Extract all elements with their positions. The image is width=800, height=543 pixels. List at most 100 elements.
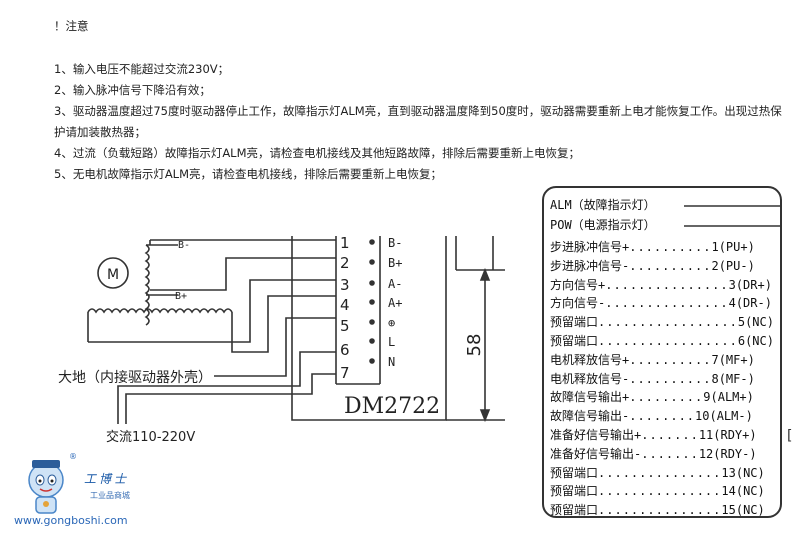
pin-number: 9(ALM+) <box>703 390 754 405</box>
pin-number: 14(NC) <box>721 484 765 499</box>
pin-signal-name: 准备好信号输出+ <box>550 428 642 442</box>
brand-name: 工博士 <box>84 472 130 486</box>
coil-label-b-plus: B+ <box>175 291 187 302</box>
pin-signal-name: 方向信号+ <box>550 277 606 292</box>
dimension-label: 58 <box>464 334 485 357</box>
pin-row: 准备好信号输出-.......12(RDY-) <box>550 445 757 462</box>
pin-number: 5(NC) <box>737 315 774 330</box>
pin-leader-dots: ............... <box>605 277 729 292</box>
pin-signal-name: 预留端口 <box>550 465 599 480</box>
terminal-name-6: L <box>388 335 395 349</box>
robot-mascot-icon <box>28 460 64 514</box>
pin-row: 预留端口.................6(NC) <box>550 332 774 349</box>
terminal-number-1: 1 <box>340 234 350 252</box>
brand-subtitle: 工业品商城 <box>90 491 130 500</box>
pin-signal-name: 准备好信号输出- <box>550 446 642 461</box>
ground-label: 大地（内接驱动器外壳） <box>58 369 212 386</box>
pin-number: 4(DR-) <box>728 296 772 311</box>
brand-logo: ® 工博士 工业品商城 www.gongboshi.com <box>14 452 154 532</box>
terminal-number-2: 2 <box>340 254 350 272</box>
pin-leader-dots: ................. <box>598 334 738 348</box>
terminal-number-3: 3 <box>340 276 350 294</box>
pin-leader-dots: ....... <box>641 428 699 442</box>
coil-a <box>87 308 233 314</box>
note-item-3: 3、驱动器温度超过75度时驱动器停止工作，故障指示灯ALM亮，直到驱动器温度降到… <box>54 104 782 139</box>
pin-number: 1(PU+) <box>711 240 755 254</box>
terminal-name-2: B+ <box>388 256 402 270</box>
pin-leader-dots: .......... <box>629 240 712 254</box>
terminal-name-7: N <box>388 355 395 369</box>
note-item-4: 4、过流（负载短路）故障指示灯ALM亮，请检查电机接线及其他短路故障，排除后需要… <box>54 146 581 160</box>
pin-row: 准备好信号输出+.......11(RDY+) <box>550 426 757 443</box>
pin-row: 电机释放信号+..........7(MF+) <box>550 351 755 368</box>
pin-signal-name: 步进脉冲信号- <box>550 258 630 273</box>
led-alm: ALM（故障指示灯） <box>550 198 656 212</box>
terminal-number-5: 5 <box>340 317 350 335</box>
terminal-name-1: B- <box>388 236 402 250</box>
ac-input-label: 交流110-220V <box>106 429 195 445</box>
motor-symbol <box>97 257 129 289</box>
terminal-name-5: ⊕ <box>388 316 395 330</box>
pin-number: 6(NC) <box>737 334 774 348</box>
pin-signal-name: 步进脉冲信号+ <box>550 240 630 254</box>
pin-signal-name: 故障信号输出+ <box>550 390 630 405</box>
pin-row: 预留端口...............15(NC) <box>550 501 765 518</box>
pin-row: 预留端口.................5(NC) <box>550 313 774 330</box>
pin-leader-dots: ............... <box>598 465 722 480</box>
pin-leader-dots: ........ <box>629 409 696 424</box>
pin-leader-dots: ......... <box>629 390 704 405</box>
pin-leader-dots: .......... <box>629 352 712 367</box>
coil-label-b-minus: B- <box>178 240 190 251</box>
pin-number: 11(RDY+) <box>698 428 757 442</box>
led-pow: POW（电源指示灯） <box>550 218 656 232</box>
notes-section: ！注意 1、输入电压不能超过交流230V； 2、输入脉冲信号下降沿有效； 3、驱… <box>54 16 784 185</box>
pin-row: 步进脉冲信号+..........1(PU+) <box>550 238 755 255</box>
pin-signal-name: 预留端口 <box>550 315 599 330</box>
pin-signal-name: 预留端口 <box>550 334 599 348</box>
pin-signal-name: 故障信号输出- <box>550 409 630 424</box>
model-label: DM2722 <box>344 394 440 419</box>
pin-leader-dots: ............... <box>598 484 722 499</box>
pin-number: 7(MF+) <box>711 352 755 367</box>
pin-leader-dots: ................. <box>598 315 738 330</box>
note-item-1: 1、输入电压不能超过交流230V； <box>54 62 230 76</box>
pin-signal-name: 预留端口 <box>550 503 599 518</box>
pin-number: 2(PU-) <box>711 258 755 273</box>
terminal-number-7: 7 <box>340 364 350 382</box>
notes-heading: ！注意 <box>54 19 89 33</box>
terminal-number-4: 4 <box>340 296 350 314</box>
brand-url[interactable]: www.gongboshi.com <box>14 514 128 527</box>
side-bracket: [ <box>787 428 792 444</box>
pin-leader-dots: ............... <box>598 503 722 518</box>
coil-b <box>144 244 150 326</box>
pin-row: 方向信号+...............3(DR+) <box>550 276 772 293</box>
pin-signal-name: 电机释放信号+ <box>550 352 630 367</box>
pin-leader-dots: ............... <box>605 296 729 311</box>
pin-signal-name: 预留端口 <box>550 484 599 499</box>
pin-leader-dots: .......... <box>629 258 712 273</box>
pin-number: 13(NC) <box>721 465 765 480</box>
terminal-name-3: A- <box>388 277 402 291</box>
pin-row: 故障信号输出-........10(ALM-) <box>550 407 753 424</box>
motor-label: M <box>107 267 119 283</box>
note-item-5: 5、无电机故障指示灯ALM亮，请检查电机接线，排除后需要重新上电恢复； <box>54 167 443 181</box>
pin-signal-name: 方向信号- <box>550 296 606 311</box>
note-item-2: 2、输入脉冲信号下降沿有效； <box>54 83 211 97</box>
pin-row: 预留端口...............13(NC) <box>550 464 765 481</box>
pin-number: 10(ALM-) <box>695 409 753 424</box>
pin-leader-dots: ....... <box>641 446 699 461</box>
pin-row: 故障信号输出+.........9(ALM+) <box>550 388 754 405</box>
pin-signal-name: 电机释放信号- <box>550 371 630 386</box>
pin-leader-dots: .......... <box>629 371 712 386</box>
pin-number: 8(MF-) <box>711 371 755 386</box>
pin-row: 方向信号-...............4(DR-) <box>550 294 772 311</box>
pin-number: 3(DR+) <box>728 277 772 292</box>
pin-definition-box: ALM（故障指示灯） POW（电源指示灯） 步进脉冲信号+..........1… <box>542 186 782 518</box>
terminal-number-6: 6 <box>340 341 350 359</box>
terminal-name-4: A+ <box>388 296 402 310</box>
pin-row: 预留端口...............14(NC) <box>550 482 765 499</box>
registered-mark: ® <box>69 452 77 461</box>
pin-row: 电机释放信号-..........8(MF-) <box>550 370 755 387</box>
pin-number: 15(NC) <box>721 503 765 518</box>
